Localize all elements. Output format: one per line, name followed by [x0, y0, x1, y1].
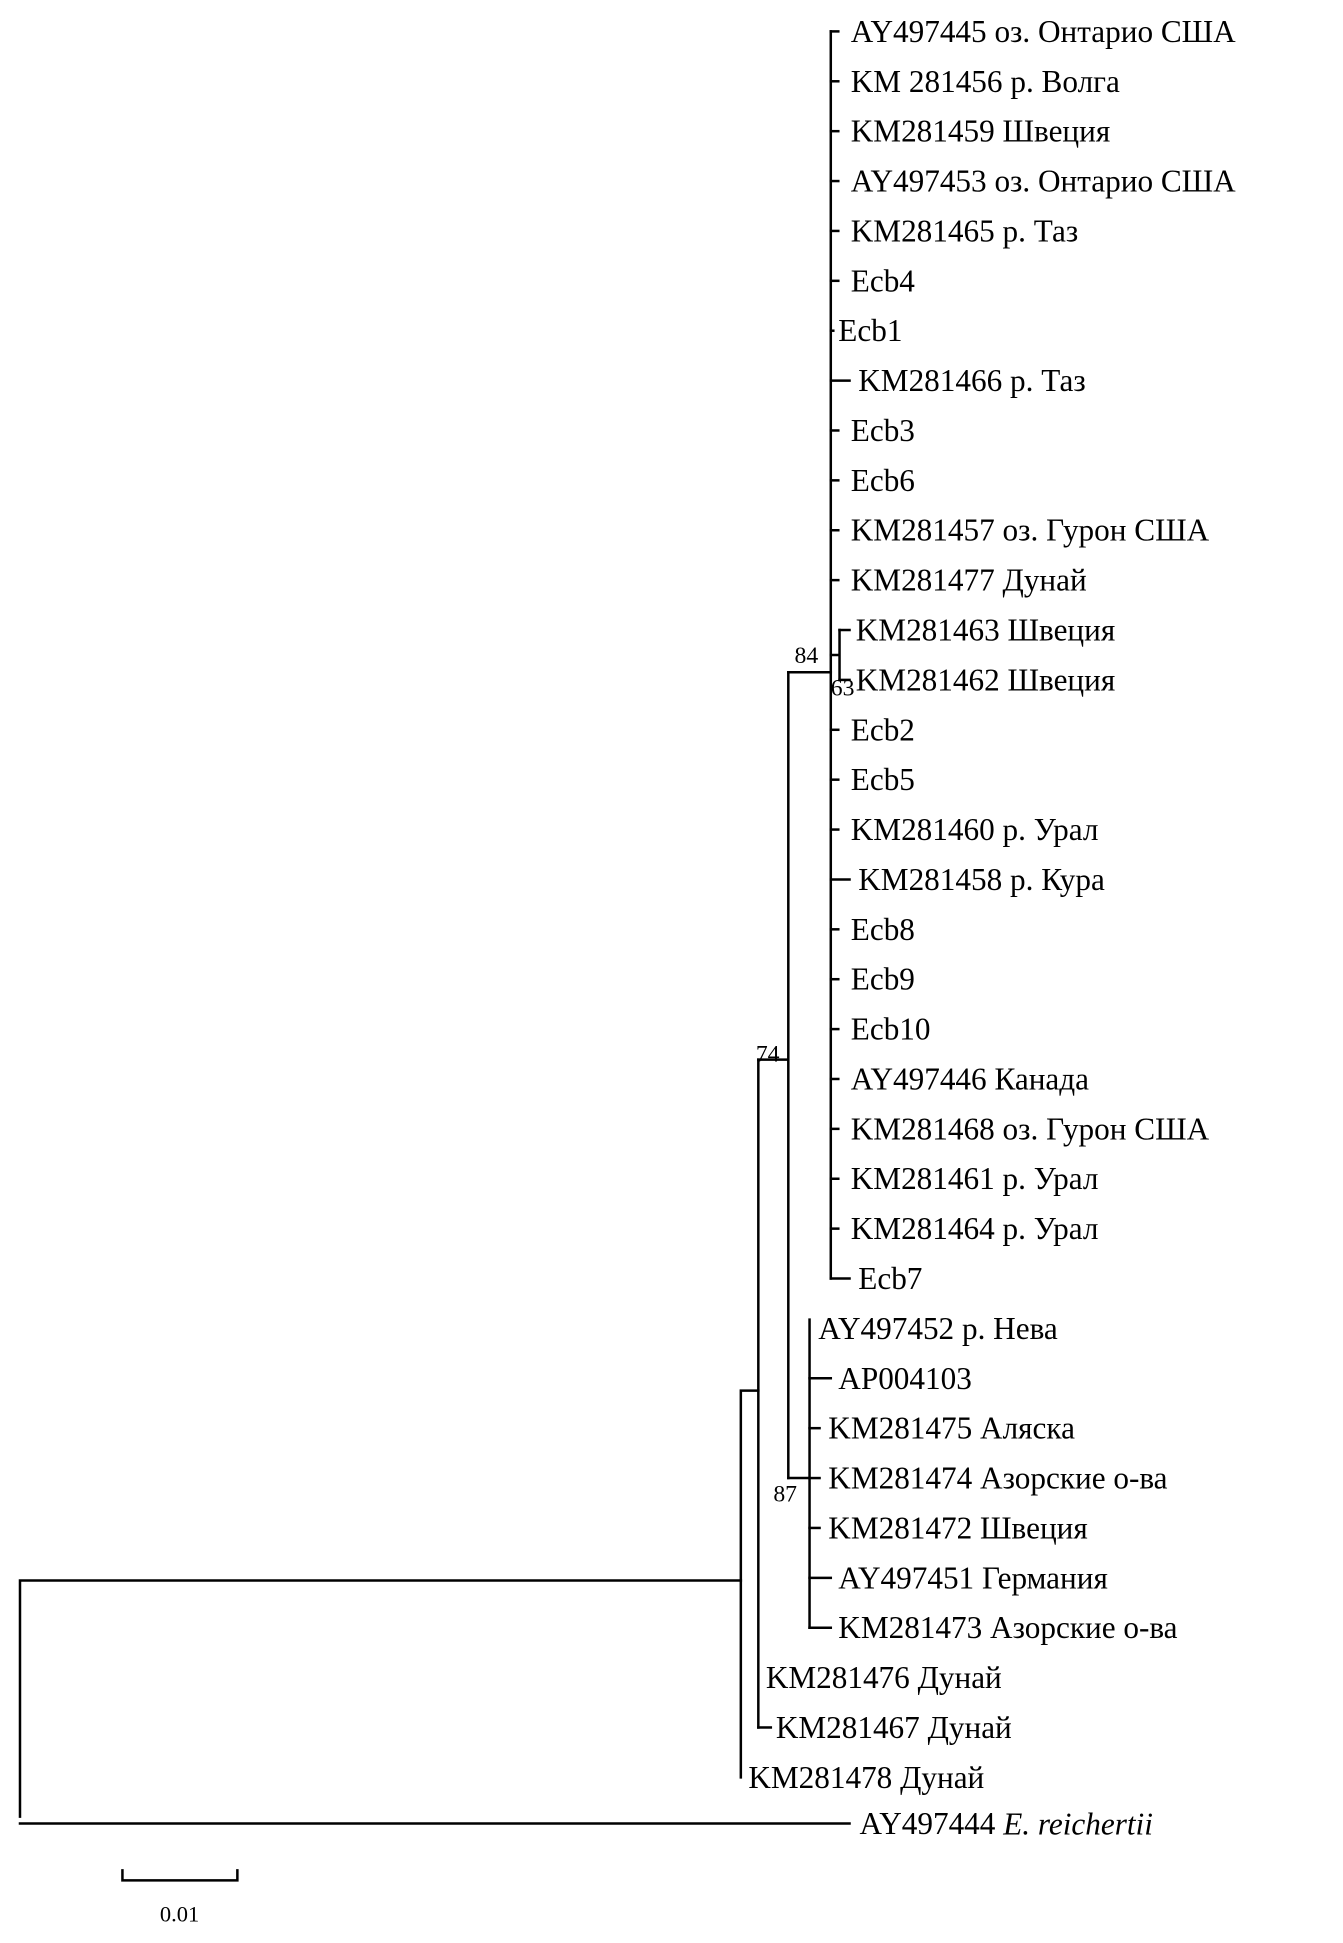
leaf-label: KM281459 Швеция	[851, 114, 1110, 149]
scale-bar: 0.01	[121, 1869, 239, 1927]
node-84-87	[757, 671, 790, 1480]
root	[18, 1579, 743, 1818]
leaf-label: KM281458 р. Кура	[858, 862, 1105, 897]
leaf-label: KM281462 Швеция	[856, 662, 1115, 697]
bootstrap-84: 84	[795, 643, 819, 669]
leaf-label: AY497444 E. reichertii	[860, 1806, 1153, 1841]
leaf-label: Ecb2	[851, 712, 915, 747]
leaf-label: KM281474 Азорские о-ва	[828, 1461, 1167, 1496]
leaf-label: AY497451 Германия	[838, 1560, 1108, 1595]
leaf-label: KM281467 Дунай	[776, 1710, 1012, 1745]
leaf-label: Ecb3	[851, 413, 915, 448]
clade-87	[787, 1318, 811, 1629]
leaf-label: AY497445 оз. Онтарио США	[851, 14, 1236, 49]
clade-63	[829, 628, 841, 682]
leaf-labels: AY497445 оз. Онтарио США KM 281456 р. Вол…	[748, 14, 1236, 1841]
leaf-label: KM281457 оз. Гурон США	[851, 513, 1210, 548]
leaf-label: KM281468 оз. Гурон США	[851, 1111, 1210, 1146]
leaf-label: KM281476 Дунай	[766, 1660, 1002, 1695]
leaf-label: AP004103	[838, 1361, 972, 1396]
leaf-label: KM281464 р. Урал	[851, 1211, 1099, 1246]
leaf-label: Ecb1	[838, 313, 902, 348]
leaf-label: KM 281456 р. Волга	[851, 64, 1120, 99]
bootstrap-87: 87	[773, 1481, 797, 1507]
leaf-label: KM281466 р. Таз	[858, 363, 1085, 398]
bootstrap-74: 74	[756, 1042, 780, 1068]
leaf-label: Ecb8	[851, 912, 915, 947]
leaf-label: KM281473 Азорские о-ва	[838, 1610, 1177, 1645]
leaf-label: Ecb4	[851, 263, 916, 298]
leaf-label: Ecb5	[851, 762, 915, 797]
leaf-label: KM281475 Аляска	[828, 1411, 1075, 1446]
leaf-label: AY497452 р. Нева	[818, 1311, 1058, 1346]
leaf-label: KM281477 Дунай	[851, 563, 1087, 598]
leaf-label: Ecb7	[858, 1261, 922, 1296]
tree-branches	[18, 30, 851, 1825]
leaf-label: Ecb9	[851, 962, 915, 997]
leaf-label: AY497446 Канада	[851, 1061, 1089, 1096]
leaf-label: KM281465 р. Таз	[851, 213, 1078, 248]
scale-bar-label: 0.01	[160, 1902, 199, 1927]
leaf-label: KM281478 Дунай	[748, 1760, 984, 1795]
leaf-label: KM281472 Швеция	[828, 1510, 1087, 1545]
leaf-label: Ecb10	[851, 1012, 931, 1047]
bootstrap-63: 63	[831, 676, 855, 702]
leaf-label: KM281463 Швеция	[856, 613, 1115, 648]
leaf-label: KM281461 р. Урал	[851, 1161, 1099, 1196]
leaf-label: AY497453 оз. Онтарио США	[851, 164, 1236, 199]
leaf-label: Ecb6	[851, 463, 915, 498]
leaf-label: KM281460 р. Урал	[851, 812, 1099, 847]
node-ingroup	[739, 1389, 760, 1779]
